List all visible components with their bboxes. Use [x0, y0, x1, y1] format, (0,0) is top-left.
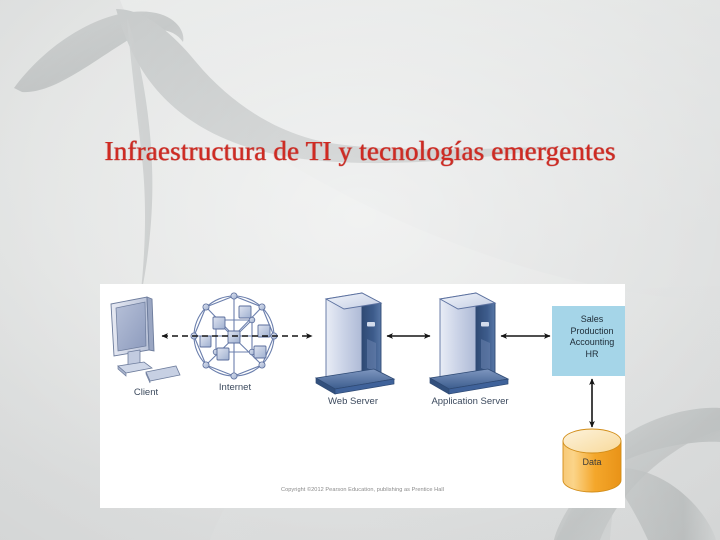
systems-line-sales: Sales — [580, 314, 604, 324]
architecture-diagram — [110, 292, 625, 493]
label-internet: Internet — [218, 382, 252, 393]
copyright-notice: Copyright ©2012 Pearson Education, publi… — [280, 487, 444, 493]
label-data: Data — [582, 457, 602, 467]
server-tower-icon-app — [428, 292, 510, 395]
systems-box — [552, 306, 625, 376]
label-web-server: Web Server — [328, 396, 378, 407]
systems-box-label: Sales Production Accounting HR — [552, 314, 632, 360]
systems-line-hr: HR — [585, 348, 599, 359]
page-title: Infraestructura de TI y tecnologías emer… — [104, 136, 616, 166]
server-tower-icon-web — [314, 292, 396, 395]
label-application-server: Application Server — [431, 396, 509, 407]
label-client: Client — [133, 387, 159, 398]
database-cylinder-icon — [562, 428, 622, 493]
systems-line-production: Production — [570, 325, 614, 336]
desktop-computer-icon — [110, 296, 181, 384]
systems-line-accounting: Accounting — [569, 337, 615, 347]
diagram-panel: Client Internet Web Server Application S… — [100, 284, 625, 508]
